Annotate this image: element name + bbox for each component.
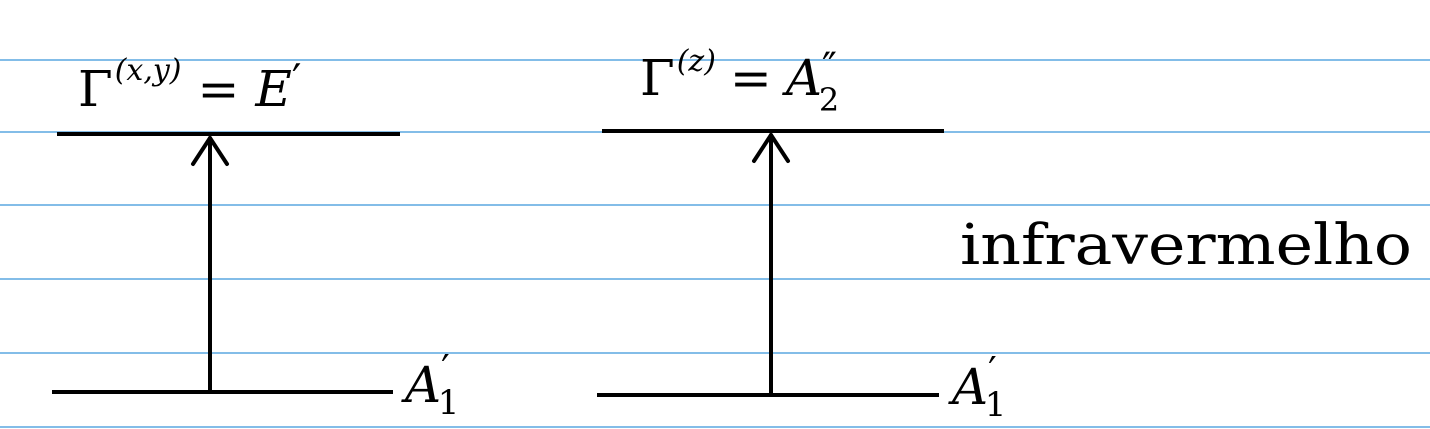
infrared-annotation: infravermelho <box>960 213 1412 278</box>
left-arrow-head <box>191 136 229 166</box>
left-lower-label: A′1 <box>401 347 459 423</box>
right-arrow-head <box>752 133 790 163</box>
right-upper-label: Γ(z)=A″2 <box>640 44 839 119</box>
left-upper-label: Γ(x,y)=E′ <box>78 53 301 118</box>
right-lower-label: A′1 <box>948 349 1006 425</box>
left-transition: Γ(x,y)=E′ A′1 <box>52 53 459 423</box>
right-transition: Γ(z)=A″2 A′1 <box>597 44 1006 425</box>
